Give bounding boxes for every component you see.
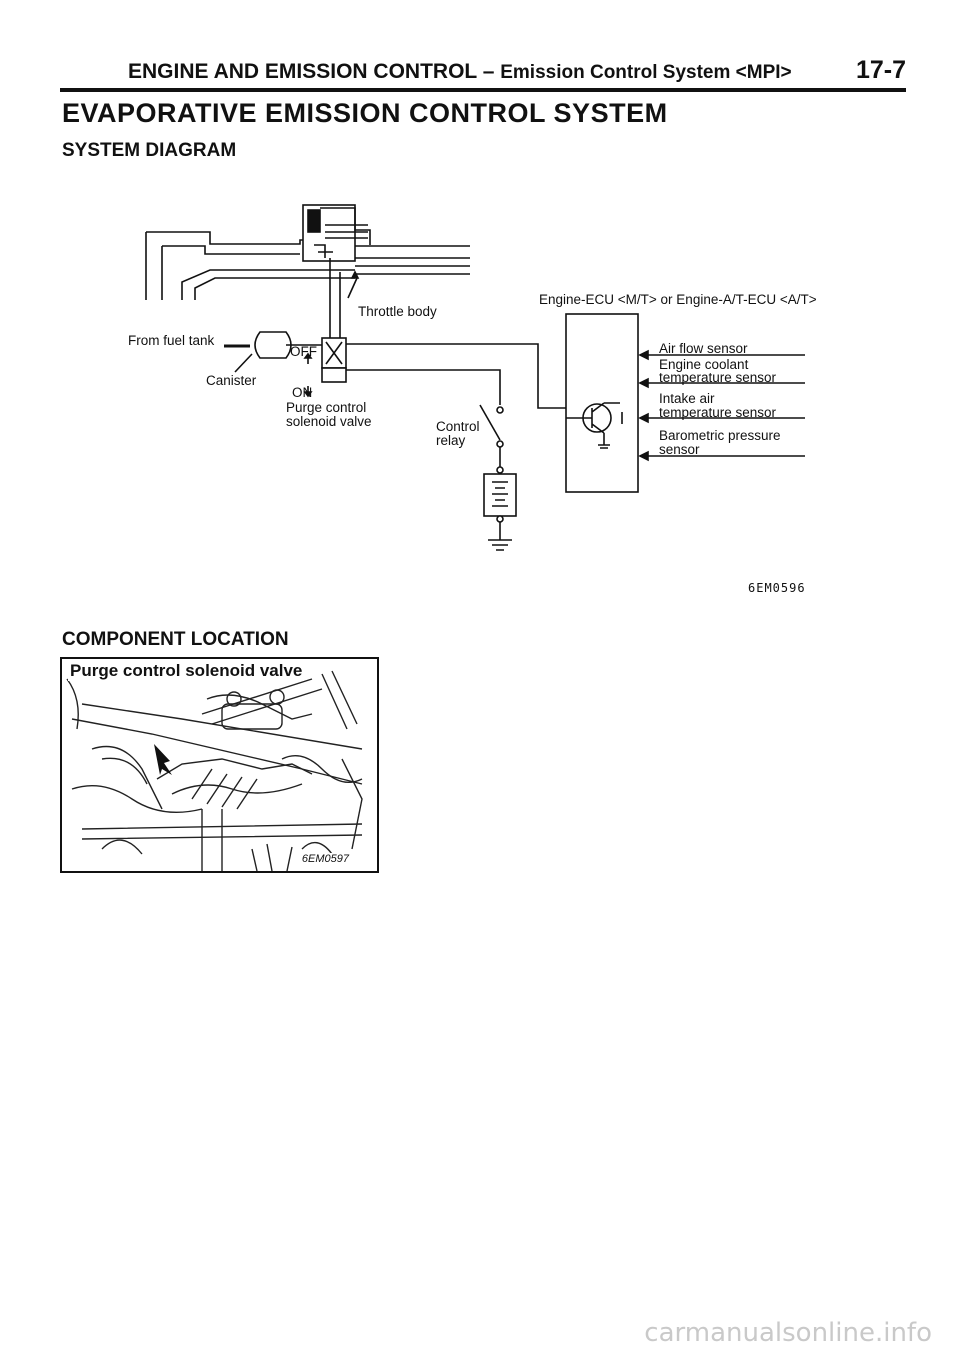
sensor-intake-line2: temperature sensor	[659, 405, 777, 420]
purge-hose	[329, 272, 341, 340]
intake-manifold	[355, 245, 470, 275]
purge-valve-label-line2: solenoid valve	[286, 414, 372, 429]
page-header: ENGINE AND EMISSION CONTROL – Emission C…	[60, 54, 906, 92]
throttle-body-label: Throttle body	[358, 304, 437, 319]
control-relay-label-line1: Control	[436, 419, 480, 434]
page-number: 17-7	[855, 56, 906, 84]
system-diagram	[145, 204, 805, 551]
relay-switch	[479, 404, 501, 441]
from-fuel-tank-label: From fuel tank	[128, 333, 215, 348]
photo-figure-code: 6EM0597	[299, 853, 351, 865]
control-relay-label-line2: relay	[436, 433, 466, 448]
relay-contact-top	[496, 406, 504, 414]
ecu-box	[565, 313, 639, 493]
purge-valve-label-line1: Purge control	[286, 400, 367, 415]
canister-pointer	[234, 353, 253, 373]
section-title: EVAPORATIVE EMISSION CONTROL SYSTEM	[62, 98, 668, 128]
ecu-label: Engine-ECU <M/T> or Engine-A/T-ECU <A/T>	[539, 292, 817, 307]
relay-contact-bottom	[496, 440, 504, 448]
sensor-air-flow: Air flow sensor	[659, 341, 748, 356]
header-subtitle: Emission Control System <MPI>	[500, 62, 792, 83]
valve-wire-2	[346, 369, 501, 405]
sensor-barometric-line2: sensor	[659, 442, 700, 457]
watermark: carmanualsonline.info	[644, 1318, 932, 1348]
header-title: ENGINE AND EMISSION CONTROL – Emission C…	[128, 60, 792, 84]
intake-duct-lower	[181, 269, 355, 300]
off-label: OFF	[290, 344, 317, 359]
intake-duct	[145, 231, 355, 300]
throttle-body-pointer	[347, 277, 358, 299]
system-diagram-heading: SYSTEM DIAGRAM	[62, 140, 237, 161]
location-arrow	[154, 744, 172, 775]
valve-wire-1	[346, 343, 566, 409]
header-main-title: ENGINE AND EMISSION CONTROL	[128, 60, 477, 83]
battery	[483, 473, 517, 517]
diagram-figure-code: 6EM0596	[748, 581, 806, 595]
component-location-heading: COMPONENT LOCATION	[62, 629, 289, 650]
canister-shape	[254, 331, 292, 359]
photo-caption: Purge control solenoid valve	[68, 661, 305, 681]
sensor-intake-line1: Intake air	[659, 391, 715, 406]
sensor-coolant-line1: Engine coolant	[659, 357, 749, 372]
sensor-barometric-line1: Barometric pressure	[659, 428, 781, 443]
component-photo: Purge control solenoid valve 6EM0597	[60, 657, 379, 873]
engine-bay-illustration	[66, 670, 363, 871]
on-label: ON	[292, 385, 313, 400]
canister-label: Canister	[206, 373, 257, 388]
sensor-coolant-line2: temperature sensor	[659, 370, 777, 385]
header-separator: –	[476, 60, 501, 83]
